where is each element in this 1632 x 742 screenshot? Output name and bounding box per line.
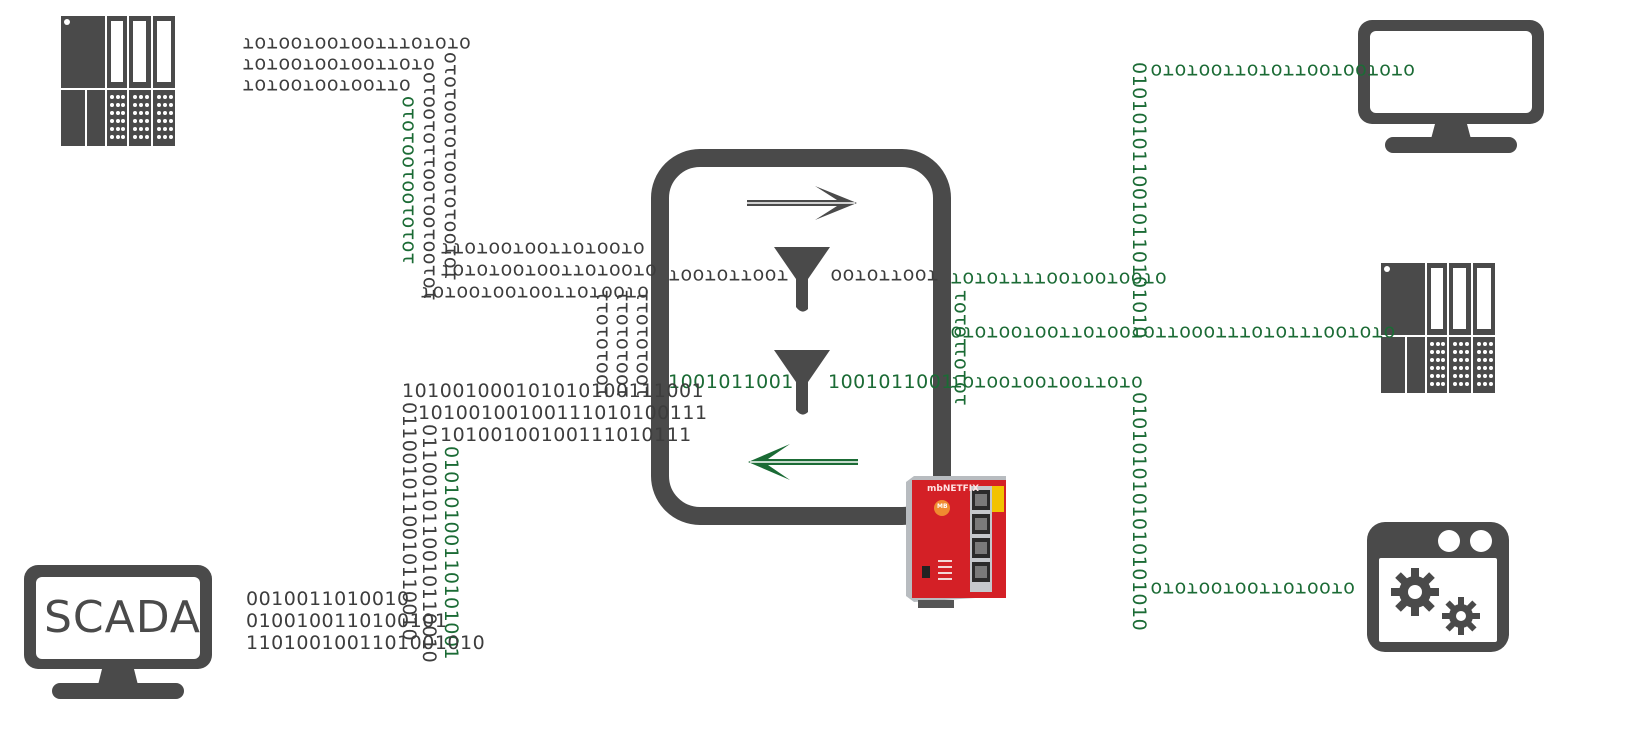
device-logo: MB: [937, 503, 948, 510]
bit-text: τοτοτ: [950, 290, 972, 351]
bit-stream: 10100100100111010100111: [418, 402, 708, 424]
bit-stream: οτοτοοτττοτοτττοοοττοτοοτοττοοτοοτοτο: [950, 322, 1395, 344]
bit-stream: οτοττοοτοοτοοτοτ: [950, 372, 1143, 394]
bit-text: οτοτοοτοτοοτοτοοτοτ: [440, 52, 462, 281]
bit-text: 0101010101010101010: [1128, 392, 1150, 632]
bit-text: οτοοτοττοοτοοτοοτοτ: [419, 72, 441, 301]
bit-text: οτοτοτττοοτοοτοοτοτ: [242, 33, 471, 55]
bit-text: 10100100100111010100111: [418, 402, 708, 424]
bit-text: 0101010110010110101010: [1128, 62, 1150, 339]
bit-stream: 101001000101010100111001: [402, 380, 704, 402]
plc-rack-icon: [61, 16, 175, 146]
bit-stream-vertical: τοτοτ: [950, 290, 972, 350]
bit-stream-vertical: 0110010110010110010: [398, 402, 420, 641]
bit-text: οτοοτοττοοτοοτοτο: [1150, 578, 1355, 600]
bit-text: οτοττοοτοοτοοτοτ: [242, 54, 435, 76]
bit-text: τοτοτ: [950, 346, 972, 407]
bit-stream-vertical: 0101010101010101010: [1128, 392, 1150, 631]
bit-stream: οτοτοοτοοττοτοττοοτοτο: [1150, 60, 1415, 82]
bit-stream-vertical: ττοτοτοοτ: [632, 290, 654, 398]
scada-monitor-icon: [24, 565, 212, 699]
bit-stream-vertical: 0101010110010110101010: [1128, 62, 1150, 339]
bit-text: 10100100100111010111: [440, 424, 692, 446]
settings-window-icon: [1367, 522, 1509, 652]
outbound-arrow-icon: [747, 186, 857, 220]
bit-stream-vertical: οτοοτοττοοτοοτοοτοτ: [419, 72, 441, 301]
bit-text: 0110010110010110010: [398, 402, 420, 642]
bit-stream: οτοοτοττοοτοοτοττ: [440, 238, 645, 260]
bit-stream: οτοττοοτοοτοοτοτ: [242, 54, 435, 76]
plc-rack-icon-right: [1381, 263, 1495, 393]
bit-stream: 1001011001: [828, 371, 954, 393]
bit-text: 101001000101010100111001: [402, 380, 705, 402]
bit-stream-vertical: τοτοτ: [950, 346, 972, 406]
filter-icon-2: [774, 350, 830, 415]
bit-text: 0100100110100101: [246, 610, 448, 632]
device-brand-label: mbNETFIX: [927, 484, 980, 494]
bit-text: 1001011001: [668, 371, 794, 393]
bit-stream: τοοττοτοο: [830, 265, 938, 287]
bit-text: τοοττοτοοτ: [668, 265, 789, 287]
bit-stream-vertical: 0110010110010110010: [418, 424, 440, 663]
bit-stream: 1001011001: [668, 371, 794, 393]
bit-text: 1101001001101001010: [246, 632, 486, 654]
bit-text: οτοοτοττοοτοοτοτοτ: [440, 260, 657, 282]
bit-stream: οτοοτοοτοοττττοτοτ: [950, 268, 1167, 290]
bit-stream: 1101001001101001010: [246, 632, 485, 654]
bit-text: οτοοτοττοοτοοτοττ: [440, 238, 645, 260]
bit-stream: τοοττοτοοτ: [668, 265, 788, 287]
bit-stream-vertical: 01010100110101001: [440, 446, 462, 660]
bit-text: ττοτοτοοτ: [612, 290, 634, 399]
bit-stream: οτοοτοττοοτοοτοτοτ: [440, 260, 657, 282]
bit-stream: 0100100110100101: [246, 610, 447, 632]
inbound-arrow-icon: [748, 444, 858, 480]
bit-stream-vertical: οτοτοοτοτοοτοτοοτοτ: [440, 52, 462, 281]
bit-text: 0010011010010: [246, 588, 410, 610]
filter-icon: [774, 247, 830, 312]
bit-stream-vertical: ττοτοτοοτ: [592, 290, 614, 398]
bit-stream: οτοοτοττοοτοοτοτο: [1150, 578, 1355, 600]
bit-text: 01010100110101001: [440, 446, 462, 661]
mbnetfix-device: [906, 476, 1006, 608]
bit-text: οτοτοοτοοτοτοτ: [398, 96, 420, 265]
bit-stream: οττοοτοοτοοτοτ: [242, 75, 411, 97]
bit-text: ττοτοτοοτ: [592, 290, 614, 399]
bit-text: 1001011001: [828, 371, 954, 393]
bit-text: οτοτοοτοοττοτοττοοτοτο: [1150, 60, 1415, 82]
bit-stream-vertical: οτοτοοτοοτοτοτ: [398, 96, 420, 265]
bit-text: ττοτοτοοτ: [632, 290, 654, 399]
bit-stream: 10100100100111010111: [440, 424, 692, 446]
monitor-icon: [1358, 20, 1544, 153]
scada-label: SCADA: [44, 592, 201, 643]
bit-text: οτοοτοοτοοττττοτοτ: [950, 268, 1167, 290]
bit-text: τοοττοτοο: [830, 265, 939, 287]
bit-stream: οτοτοτττοοτοοτοοτοτ: [242, 33, 471, 55]
bit-stream-vertical: ττοτοτοοτ: [612, 290, 634, 398]
bit-text: 0110010110010110010: [418, 424, 440, 664]
bit-text: οτοττοοτοοτοοτοτ: [950, 372, 1143, 394]
bit-stream: 0010011010010: [246, 588, 410, 610]
bit-text: οττοοτοοτοοτοτ: [242, 75, 411, 97]
bit-text: οτοτοοτττοτοτττοοοττοτοοτοττοοτοοτοτο: [950, 322, 1396, 344]
firewall-box: [651, 149, 951, 525]
